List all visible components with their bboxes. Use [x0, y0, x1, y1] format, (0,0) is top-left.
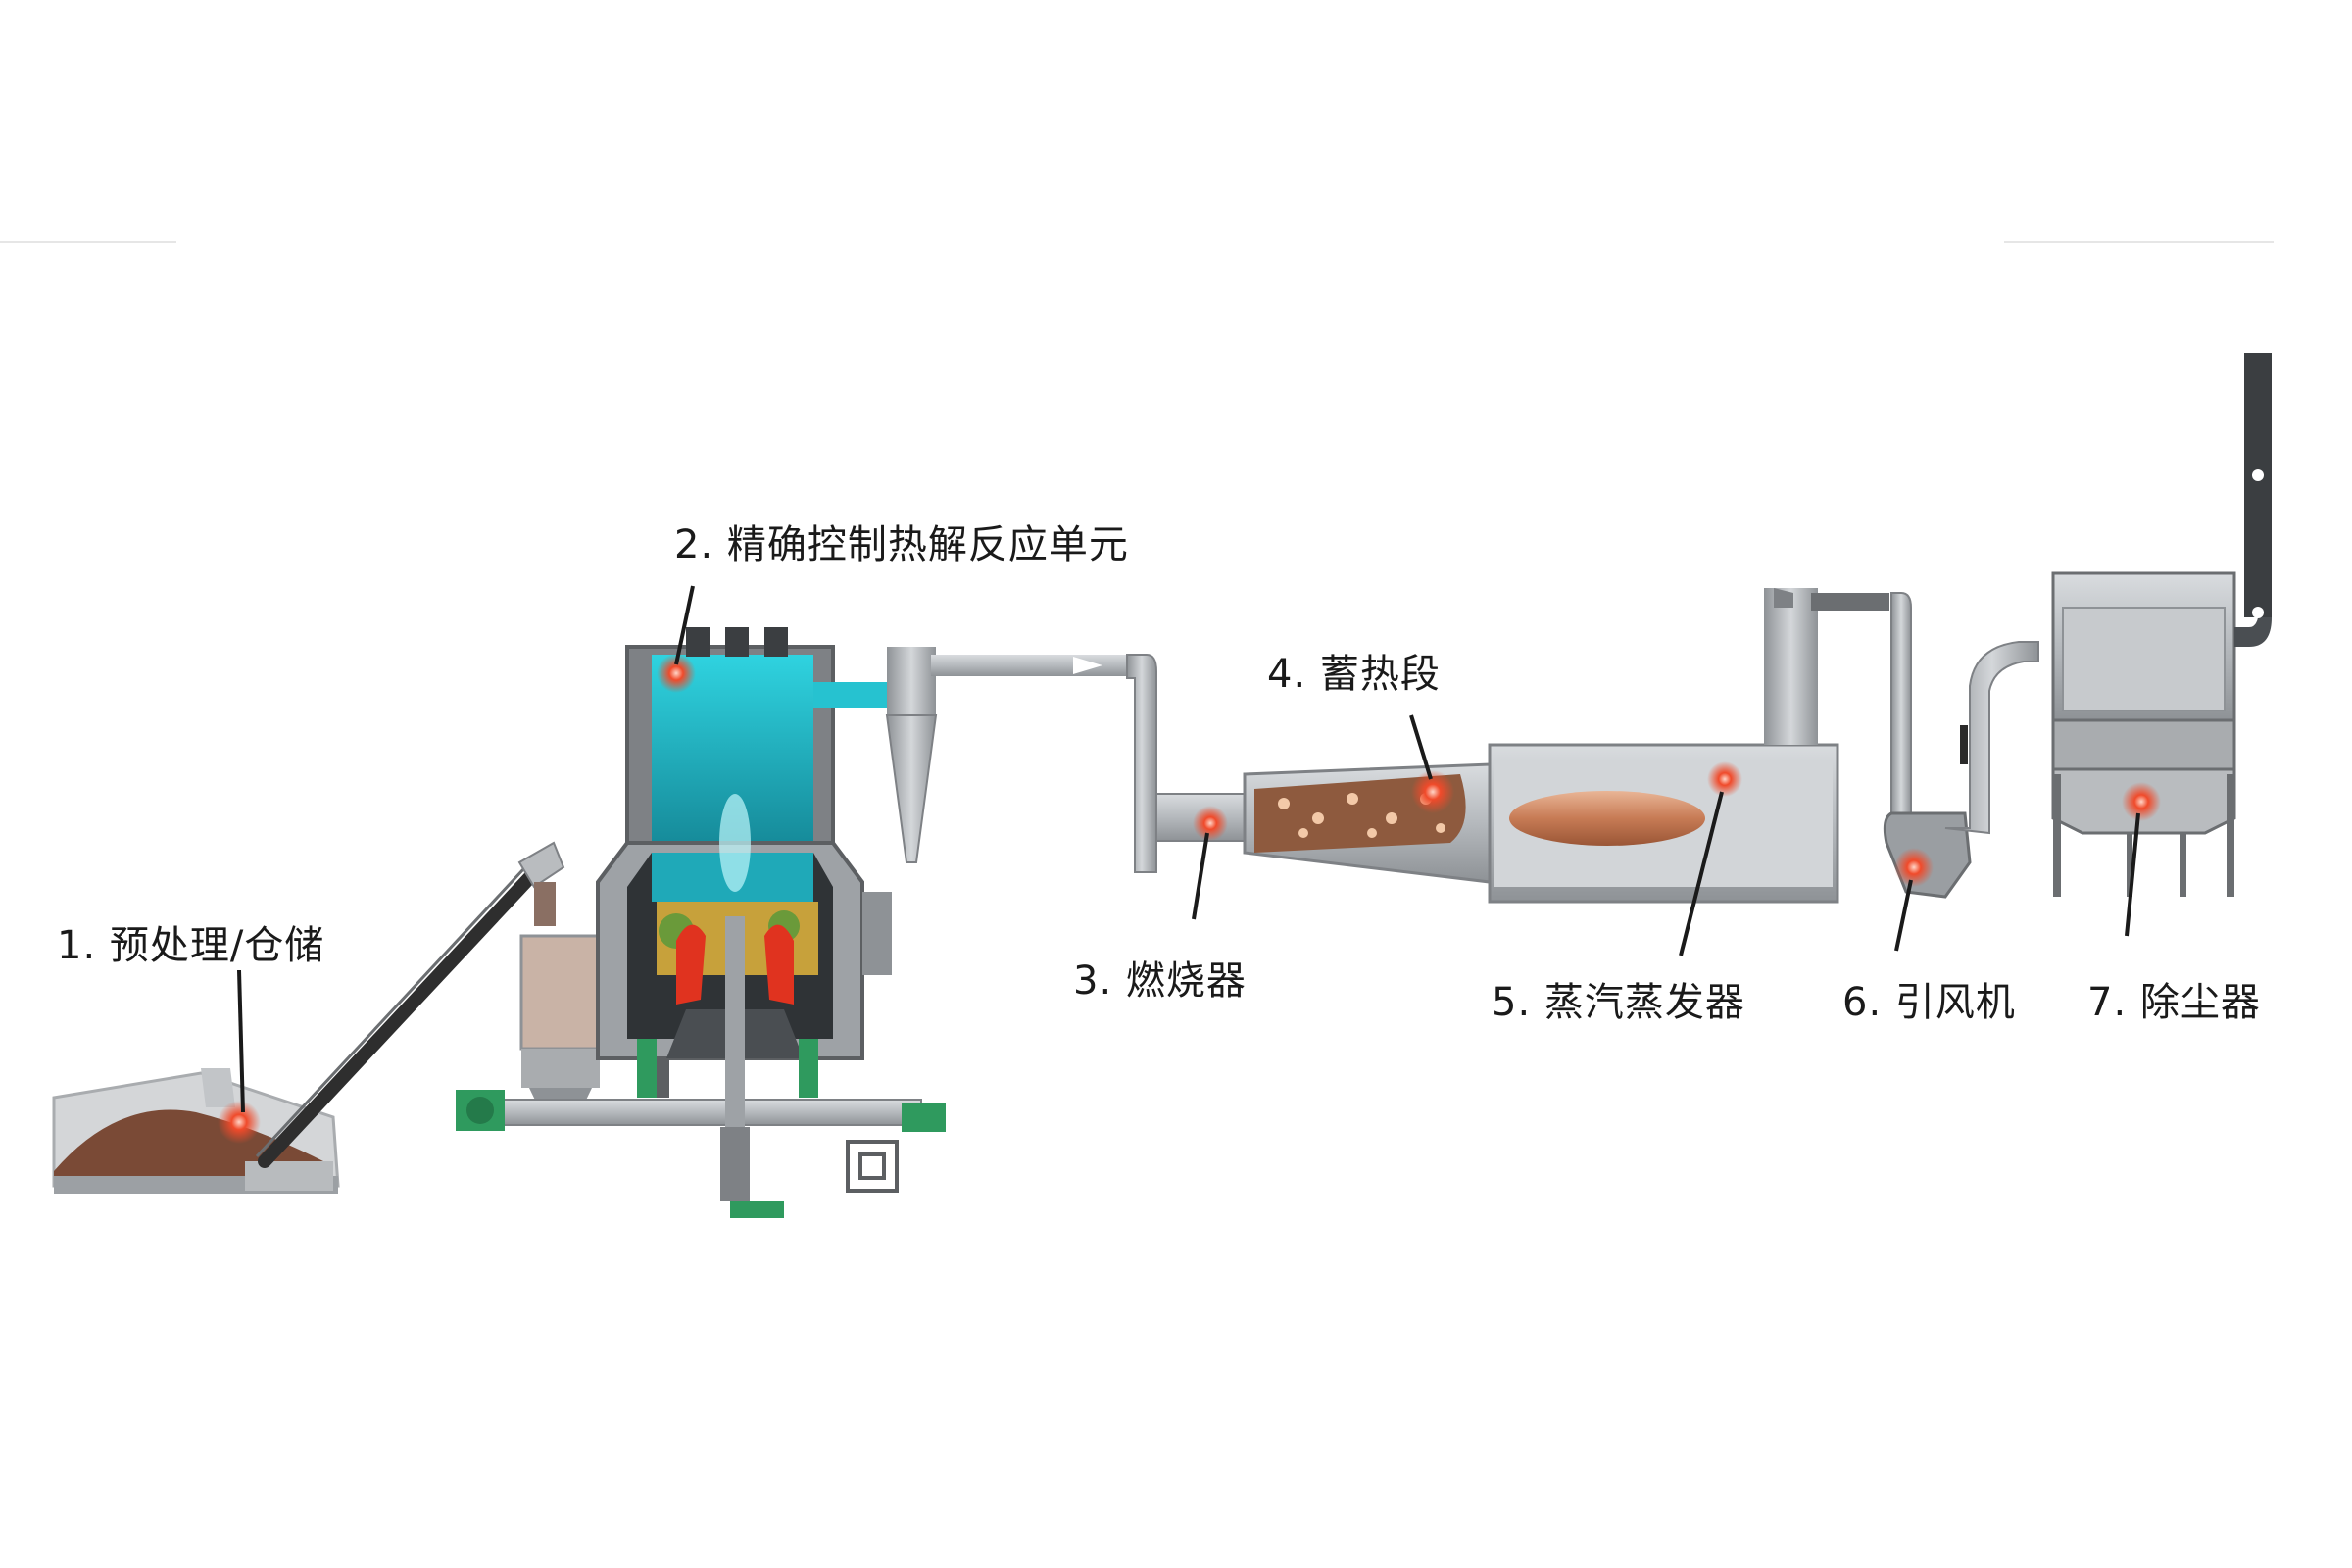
marker-6 [1894, 848, 1934, 887]
leader-1 [237, 969, 245, 1113]
label-pretreatment-storage: 1. 预处理/仓储 [57, 923, 325, 968]
inclined-conveyor [255, 841, 565, 1168]
leader-6 [1894, 879, 1913, 952]
marker-2 [657, 654, 696, 693]
leader-lines [237, 585, 2140, 1113]
steam-evaporator [1488, 588, 1889, 904]
screw-feeder [456, 1090, 946, 1132]
leader-4 [1409, 714, 1433, 780]
marker-5 [1707, 761, 1742, 797]
pyrolysis-reactor [596, 627, 899, 1218]
label-burner: 3. 燃烧器 [1073, 958, 1247, 1004]
cyclone-separator [813, 647, 1157, 873]
marker-4 [1411, 770, 1454, 813]
top-rule-right [2004, 241, 2274, 243]
marker-7 [2122, 782, 2161, 821]
label-pyrolysis-reactor: 2. 精确控制热解反应单元 [674, 522, 1129, 567]
heat-storage-section [1243, 762, 1492, 884]
label-steam-evaporator: 5. 蒸汽蒸发器 [1492, 980, 1745, 1025]
top-rule-left [0, 241, 176, 243]
label-heat-storage: 4. 蓄热段 [1267, 652, 1441, 697]
leader-2 [674, 585, 695, 665]
marker-3 [1193, 806, 1228, 841]
dust-collector [2051, 353, 2272, 897]
label-induced-draft-fan: 6. 引风机 [1842, 980, 2016, 1025]
leader-5 [1679, 791, 1724, 956]
marker-1 [218, 1101, 261, 1144]
feed-hopper [519, 934, 602, 1112]
marker-dots [218, 654, 2161, 1144]
label-dust-collector: 7. 除尘器 [2087, 980, 2261, 1025]
leader-3 [1192, 832, 1209, 920]
leader-7 [2125, 812, 2140, 937]
